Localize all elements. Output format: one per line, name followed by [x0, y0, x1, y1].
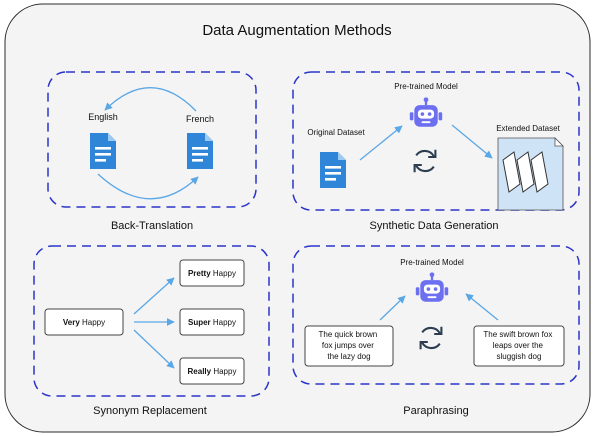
synonym-replacement-panel: [33, 245, 270, 397]
synonym-word: Super Happy: [188, 318, 236, 327]
output-sentence-box: [473, 325, 565, 367]
arrow: [359, 125, 403, 161]
back-translation-caption: Back-Translation: [111, 220, 193, 232]
synonym-word: Pretty Happy: [188, 269, 236, 278]
diagram-title: Data Augmentation Methods: [202, 22, 391, 39]
source-language-label: English: [88, 112, 118, 122]
stacked-documents-icon: [497, 137, 564, 211]
synthetic-data-generation-panel: [292, 71, 580, 211]
paraphrasing-panel: [292, 245, 580, 385]
arrow: [133, 277, 175, 315]
paraphrasing-caption: Paraphrasing: [403, 405, 468, 417]
original-dataset-label: Original Dataset: [307, 128, 365, 137]
synonym-box-really: [179, 357, 245, 385]
document-icon: [320, 152, 346, 188]
synthetic-data-generation-caption: Synthetic Data Generation: [369, 220, 498, 232]
arrow: [97, 173, 199, 200]
arrow: [133, 329, 175, 369]
synonym-word: Really Happy: [188, 367, 237, 376]
arrow: [451, 124, 493, 159]
synonym-replacement-caption: Synonym Replacement: [93, 405, 207, 417]
source-word-box: [44, 308, 124, 336]
target-language-label: French: [186, 114, 214, 124]
input-sentence-box: [304, 325, 394, 367]
synonym-box-super: [179, 308, 245, 336]
outer-frame: [4, 3, 591, 433]
model-label: Pre-trained Model: [400, 258, 464, 267]
model-label: Pre-trained Model: [394, 82, 458, 91]
arrow: [104, 87, 197, 112]
input-sentence: The quick brown fox jumps over the lazy …: [319, 330, 380, 361]
synonym-box-pretty: [179, 259, 245, 287]
arrow: [465, 293, 499, 321]
document-icon: [187, 133, 213, 169]
output-sentence: The swift brown fox leaps over the slugg…: [483, 330, 554, 361]
source-word: Very Happy: [63, 318, 105, 327]
extended-dataset-label: Extended Dataset: [496, 124, 560, 133]
back-translation-panel: [47, 71, 257, 208]
document-icon: [90, 133, 116, 169]
arrow: [379, 295, 406, 321]
